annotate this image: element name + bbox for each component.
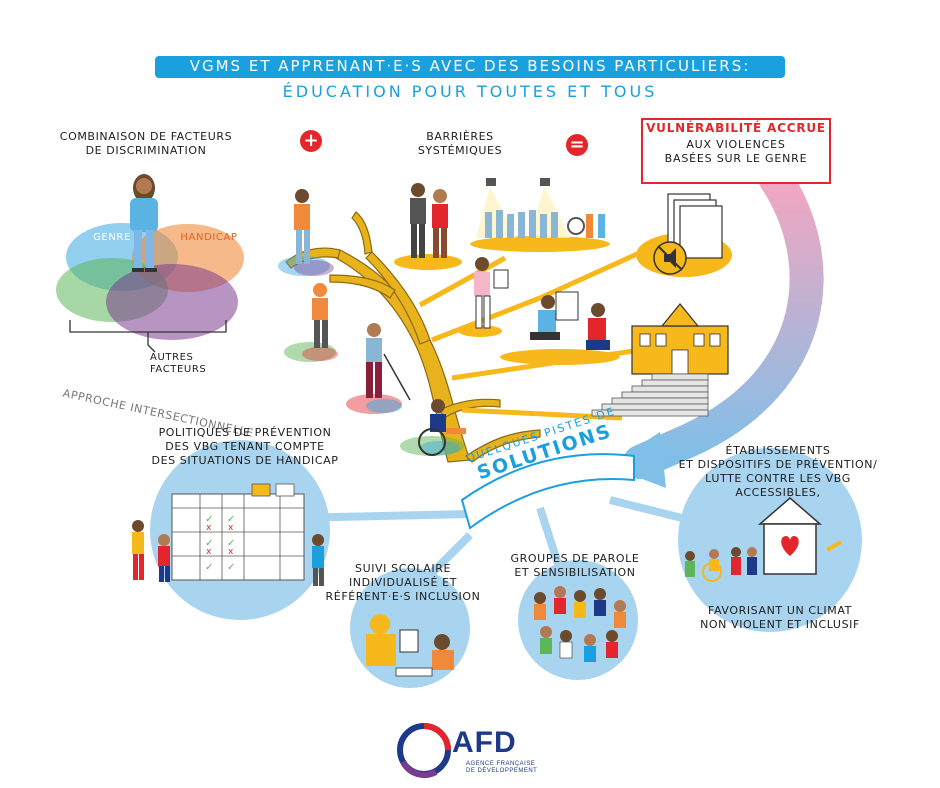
handicap-label: HANDICAP [180, 232, 238, 243]
circle-other-purple [106, 264, 238, 340]
intersection-heading-line-1: COMBINAISON DE FACTEURS [59, 130, 233, 143]
solutions-banner [460, 453, 635, 530]
politiques-line-2: DES VBG TENANT COMPTE [165, 440, 325, 453]
svg-text:✓: ✓ [205, 514, 213, 525]
walking-person-2-icon [284, 283, 338, 362]
etablissements-line-4: ACCESSIBLES, [735, 486, 821, 499]
favorisant-line-2: NON VIOLENT ET INCLUSIF [700, 618, 860, 631]
venn-diagram [56, 174, 244, 353]
vulnerability-box [641, 118, 831, 184]
intersection-heading: COMBINAISON DE FACTEURS DE DISCRIMINATIO… [56, 130, 236, 158]
solution-circle-politiques: ✓ ✓ ✓ ✓ ✓ ✓ x x x x [132, 440, 330, 620]
title-line-2: ÉDUCATION POUR TOUTES ET TOUS [282, 82, 658, 101]
groupes-line-2: ET SENSIBILISATION [514, 566, 636, 579]
bracket-pointer [147, 332, 156, 353]
autres-line-2: FACTEURS [150, 364, 207, 375]
solution-circle-etablissements [678, 448, 862, 632]
plus-icon: + [300, 130, 322, 152]
barrieres-line-1: BARRIÈRES [426, 130, 494, 143]
document-exchange-icon [500, 291, 620, 365]
genre-label: GENRE [93, 232, 131, 243]
afd-logo-name: AFD [452, 726, 517, 759]
suivi-line-2: INDIVIDUALISÉ ET [348, 576, 458, 589]
svg-text:x: x [206, 547, 212, 557]
barrieres-line-2: SYSTÉMIQUES [417, 144, 503, 157]
politiques-line-3: DES SITUATIONS DE HANDICAP [151, 454, 339, 467]
solution-circle-groupes [518, 560, 638, 680]
svg-text:x: x [228, 523, 234, 533]
vulnerability-line-2: BASÉES SUR LE GENRE [664, 152, 808, 165]
suivi-line-1: SUIVI SCOLAIRE [354, 562, 451, 575]
equals-icon: = [566, 134, 588, 156]
solution-circle-suivi [350, 568, 470, 688]
svg-text:✓: ✓ [205, 538, 213, 549]
suivi-line-3: RÉFÉRENT·E·S INCLUSION [325, 590, 481, 603]
etablissements-label: ÉTABLISSEMENTS ET DISPOSITIFS DE PRÉVENT… [672, 444, 884, 500]
documents-icon [636, 193, 732, 277]
people-pointing-icon [394, 183, 462, 270]
groupes-label: GROUPES DE PAROLE ET SENSIBILISATION [500, 552, 650, 580]
etablissements-line-1: ÉTABLISSEMENTS [725, 444, 831, 457]
favorisant-line-1: FAVORISANT UN CLIMAT [708, 604, 852, 617]
spotlight-group-icon [470, 178, 610, 252]
etablissements-line-3: LUTTE CONTRE LES VBG [705, 472, 851, 485]
autres-facteurs-label: AUTRES FACTEURS [150, 352, 230, 376]
afd-logo-sub-2: DE DÉVELOPPEMENT [466, 768, 538, 774]
svg-text:x: x [228, 547, 234, 557]
school-building-icon [591, 303, 729, 417]
autres-line-1: AUTRES [150, 352, 194, 363]
afd-logo-ring [397, 723, 451, 779]
barrieres-heading: BARRIÈRES SYSTÉMIQUES [400, 130, 520, 158]
politiques-label: POLITIQUES DE PRÉVENTION DES VBG TENANT … [140, 426, 350, 468]
politiques-line-1: POLITIQUES DE PRÉVENTION [158, 426, 332, 439]
svg-text:✓: ✓ [205, 562, 213, 573]
person-standing-icon [130, 174, 158, 272]
svg-text:x: x [206, 523, 212, 533]
groupes-line-1: GROUPES DE PAROLE [510, 552, 640, 565]
etablissements-line-2: ET DISPOSITIFS DE PRÉVENTION/ [678, 458, 878, 471]
afd-logo-sub-1: AGENCE FRANÇAISE [466, 761, 536, 767]
svg-text:✓: ✓ [227, 562, 235, 573]
svg-text:✓: ✓ [227, 538, 235, 549]
suivi-label: SUIVI SCOLAIRE INDIVIDUALISÉ ET RÉFÉRENT… [318, 562, 488, 604]
wheelchair-user-icon [400, 399, 466, 456]
title-band [155, 56, 785, 78]
title-line-1: VGMS ET APPRENANT·E·S AVEC DES BESOINS P… [189, 57, 751, 75]
intersection-heading-line-2: DE DISCRIMINATION [85, 144, 207, 157]
curved-arrow [608, 161, 824, 488]
vulnerability-line-1: AUX VIOLENCES [686, 138, 786, 151]
vulnerability-subtitle: AUX VIOLENCES BASÉES SUR LE GENRE [641, 138, 831, 166]
person-with-cane-icon [346, 323, 411, 414]
vulnerability-title: VULNÉRABILITÉ ACCRUE [646, 121, 826, 135]
svg-text:✓: ✓ [227, 514, 235, 525]
person-clipboard-icon [458, 257, 509, 337]
favorisant-label: FAVORISANT UN CLIMAT NON VIOLENT ET INCL… [680, 604, 880, 632]
walking-person-icon [278, 189, 334, 276]
